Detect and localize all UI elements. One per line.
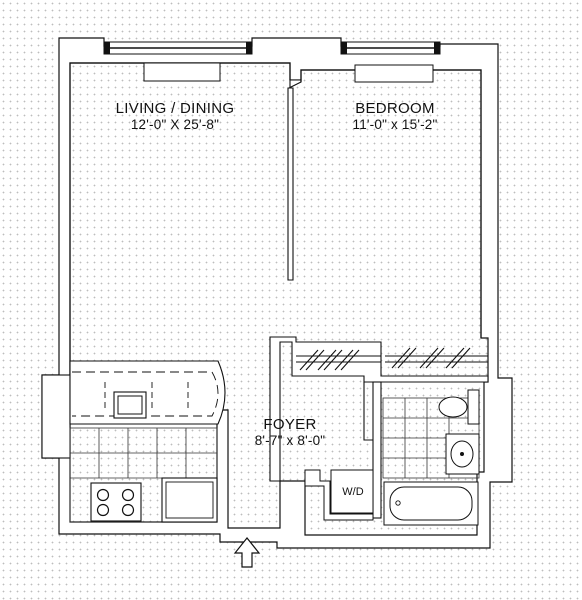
sink [445,433,480,475]
living-room-dimensions: 12'-0" X 25'-8" [130,117,220,132]
foyer-name: FOYER [263,416,317,433]
partition-wall [287,79,302,281]
refrigerator [161,477,218,523]
stove [90,482,142,522]
bedroom-label: BEDROOM 11'-0" x 15'-2" [352,100,437,132]
bedroom-dimensions: 11'-0" x 15'-2" [352,117,438,132]
bathroom [363,381,480,526]
closet-wall [269,336,489,482]
bathtub [383,481,479,526]
foyer-label: FOYER 8'-7" x 8'-0" [255,416,326,448]
washer-dryer-label: W/D [342,486,364,498]
toilet [438,389,480,425]
washer-dryer-closet [304,469,374,521]
living-window [103,41,253,82]
foyer-dimensions: 8'-7" x 8'-0" [254,433,326,448]
bedroom-name: BEDROOM [355,100,435,117]
kitchen [41,360,226,523]
microwave [113,391,147,419]
closet-doors [296,347,488,371]
living-room-label: LIVING / DINING 12'-0" X 25'-8" [116,100,235,132]
living-room-name: LIVING / DINING [115,100,235,117]
arrow-up-icon [233,537,261,568]
bedroom-window [340,41,441,83]
